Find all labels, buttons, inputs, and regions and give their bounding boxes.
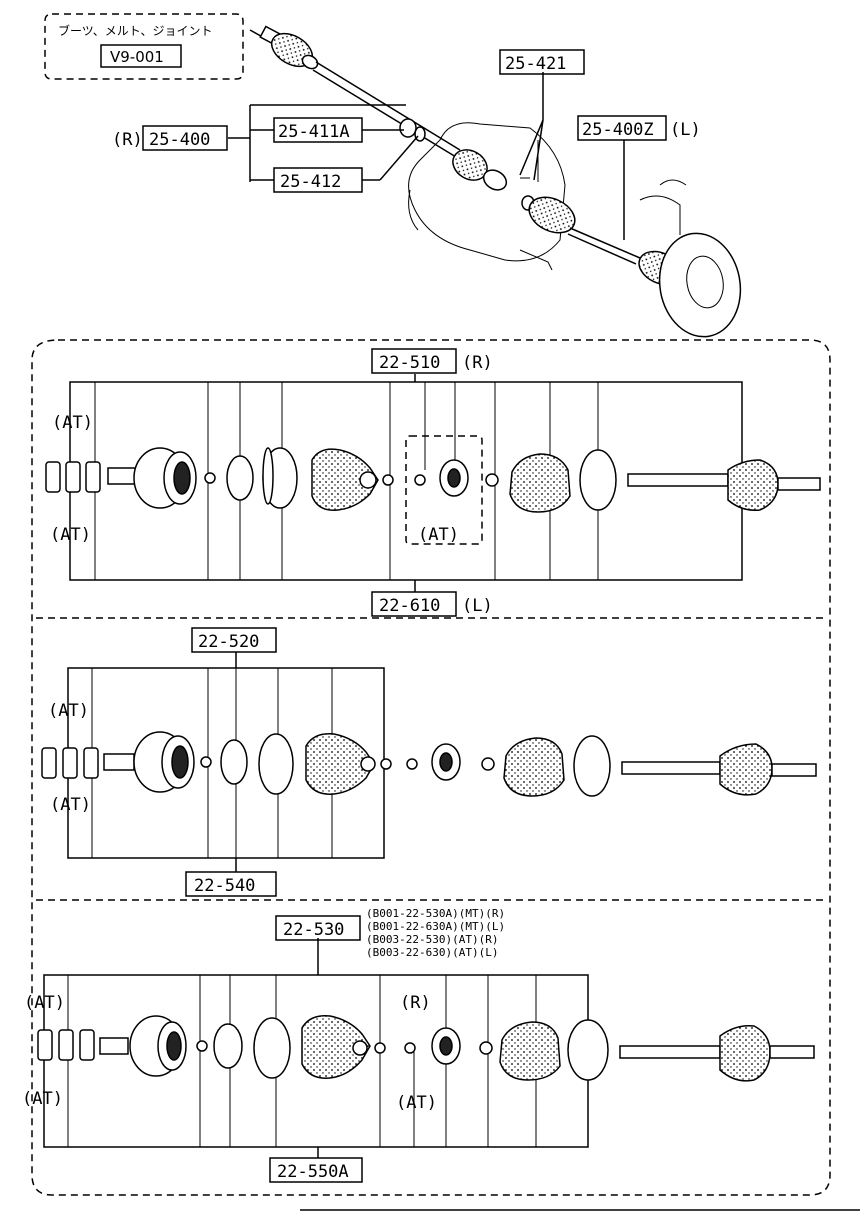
panel-1-side-top: (R) [462, 353, 493, 373]
label-25-411A-code: 25-411A [278, 122, 350, 142]
panel-2-parts [41, 731, 817, 797]
label-25-412-code: 25-412 [280, 172, 341, 192]
panel-3-code-top: 22-530 [283, 920, 344, 940]
panel-2-at-lower: (AT) [50, 795, 91, 815]
panel-3-code-bottom: 22-550A [277, 1162, 349, 1182]
label-25-421-code: 25-421 [505, 54, 566, 74]
top-leaders [228, 72, 625, 240]
label-25-421[interactable]: 25-421 [499, 49, 585, 75]
panel-1: 22-510 (R) 22-610 (L) (AT) (AT) (AT) [45, 348, 821, 617]
panel-1-at-lower: (AT) [50, 525, 91, 545]
panel-1-side-bottom: (L) [462, 596, 493, 616]
panel-3-note-3: (B003-22-530)(AT)(R) [366, 933, 498, 946]
panel-3-note-4: (B003-22-630)(AT)(L) [366, 946, 498, 959]
panel-1-code-top: 22-510 [379, 353, 440, 373]
panel-2-code-top: 22-520 [198, 632, 259, 652]
label-25-400Z-side: (L) [670, 120, 701, 140]
panel-1-parts [45, 435, 821, 545]
label-25-411A[interactable]: 25-411A [273, 117, 363, 143]
panel-1-at-upper: (AT) [52, 413, 93, 433]
outer-frame [31, 339, 831, 1196]
label-25-400-side: (R) [112, 130, 143, 150]
header-caption: ブーツ、メルト、ジョイント [58, 23, 213, 38]
header-box[interactable]: ブーツ、メルト、ジョイント V9-001 [44, 13, 244, 80]
panel-3-note-2: (B001-22-630A)(MT)(L) [366, 920, 505, 933]
panel-3: 22-530 (B001-22-530A)(MT)(R) (B001-22-63… [22, 907, 815, 1183]
panel-3-r-mark: (R) [400, 993, 431, 1013]
panel-2: 22-520 22-540 (AT) (AT) [41, 627, 817, 897]
label-25-412[interactable]: 25-412 [273, 167, 363, 193]
panel-2-at-upper: (AT) [48, 701, 89, 721]
panel-3-at-lower: (AT) [22, 1089, 63, 1109]
panel-3-at-upper: (AT) [24, 993, 65, 1013]
header-code: V9-001 [110, 48, 164, 66]
label-25-400[interactable]: (R) 25-400 [112, 125, 228, 151]
panel-2-code-bottom: 22-540 [194, 876, 255, 896]
top-driveshaft-illustration [249, 25, 742, 338]
label-25-400Z-code: 25-400Z [582, 120, 654, 140]
panel-1-code-bottom: 22-610 [379, 596, 440, 616]
panel-1-at-inset: (AT) [418, 525, 459, 545]
panel-3-parts [37, 1015, 815, 1082]
panel-3-note-1: (B001-22-530A)(MT)(R) [366, 907, 505, 920]
label-25-400-code: 25-400 [149, 130, 210, 150]
panel-3-at-mid: (AT) [396, 1093, 437, 1113]
label-25-400Z[interactable]: 25-400Z (L) [577, 115, 701, 141]
